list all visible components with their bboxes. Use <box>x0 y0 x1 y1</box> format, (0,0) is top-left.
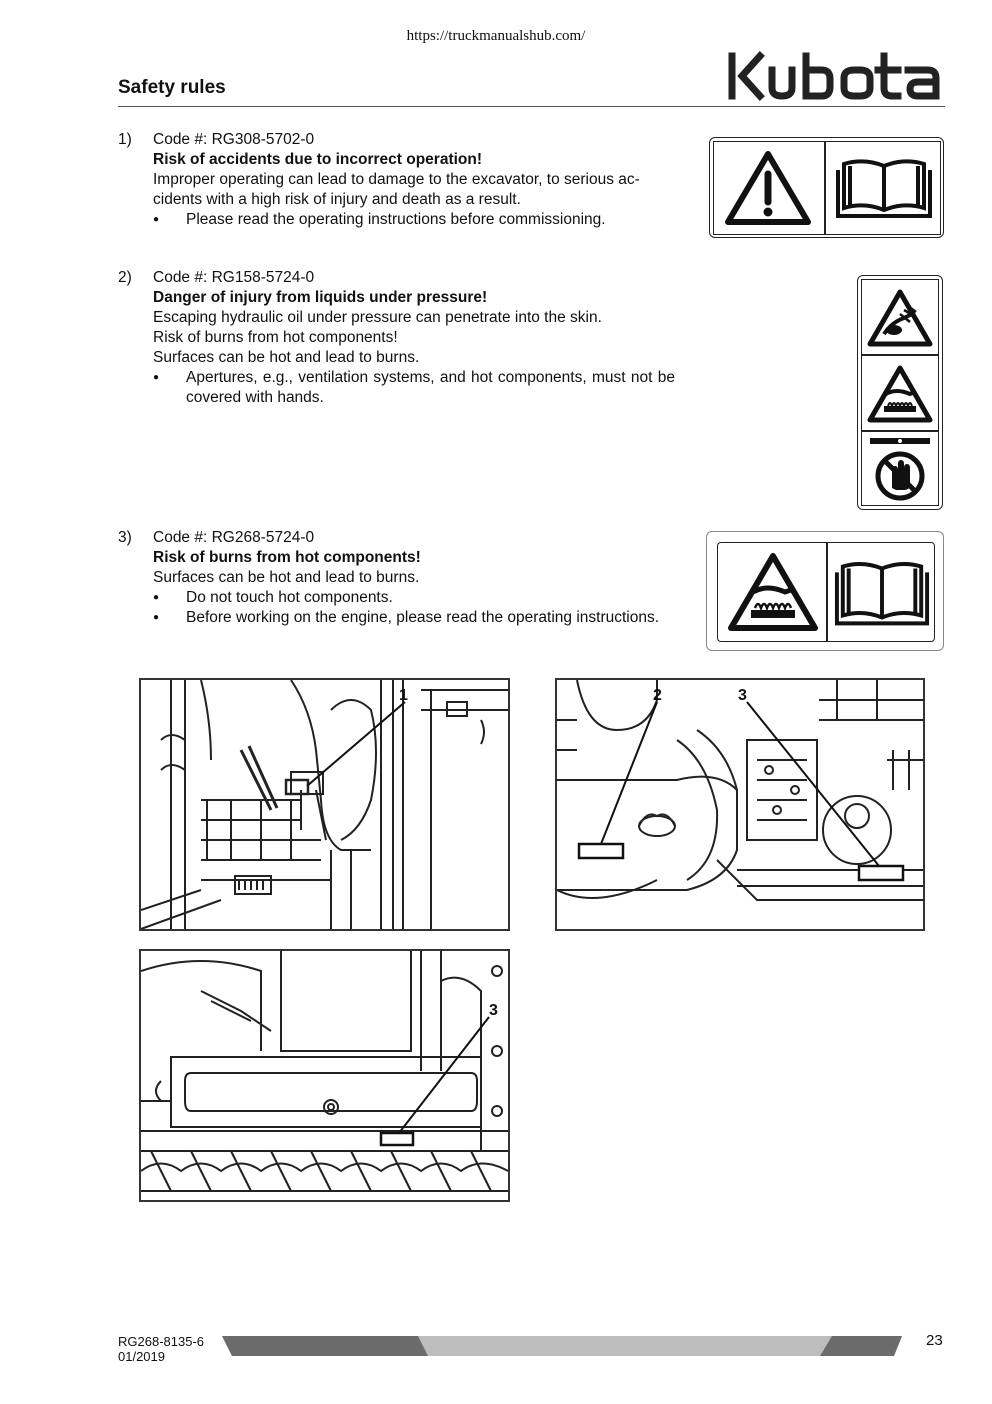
item-number: 3) <box>118 529 132 546</box>
footer-doc-info: RG268-8135-6 01/2019 <box>118 1334 204 1364</box>
item-text: Improper operating can lead to damage to… <box>153 171 640 188</box>
figure-cab-control: 1 <box>139 678 510 931</box>
page-number: 23 <box>926 1332 943 1349</box>
item-code: Code #: RG308-5702-0 <box>153 131 315 148</box>
figure-callout-2: 2 <box>653 687 662 704</box>
figure-engine-compartment: 2 3 <box>555 678 925 931</box>
item-text: Surfaces can be hot and lead to burns. <box>153 569 420 586</box>
figure-callout-3: 3 <box>489 1002 498 1019</box>
item-text: Escaping hydraulic oil under pressure ca… <box>153 309 602 326</box>
decal-rg268 <box>706 531 944 651</box>
item-number: 1) <box>118 131 132 148</box>
figure-callout-3: 3 <box>738 687 747 704</box>
item-text: cidents with a high risk of injury and d… <box>153 191 521 208</box>
manual-book-icon <box>836 159 932 218</box>
warning-exclamation-icon <box>725 151 811 225</box>
bullet-point: Apertures, e.g., ventilation systems, an… <box>153 368 675 408</box>
footer-decorative-bar <box>222 1336 902 1356</box>
manual-book-icon <box>834 562 930 626</box>
bullet-point: Before working on the engine, please rea… <box>153 608 675 628</box>
hot-surface-warning-icon <box>867 365 933 423</box>
decal-rg158 <box>857 275 943 510</box>
no-hands-icon <box>875 451 925 501</box>
header-divider <box>118 106 945 107</box>
page-title: Safety rules <box>118 77 226 98</box>
hot-surface-warning-icon <box>728 553 818 631</box>
figure-callout-1: 1 <box>399 687 408 704</box>
footer-date: 01/2019 <box>118 1349 165 1364</box>
item-code: Code #: RG158-5724-0 <box>153 269 315 286</box>
item-text: Risk of burns from hot components! <box>153 329 398 346</box>
pressure-jet-warning-icon <box>867 289 933 347</box>
item-heading: Risk of burns from hot components! <box>153 549 421 566</box>
kubota-logo <box>726 50 944 107</box>
figure-side-cover: 3 <box>139 949 510 1202</box>
item-heading: Risk of accidents due to incorrect opera… <box>153 151 483 168</box>
item-code: Code #: RG268-5724-0 <box>153 529 315 546</box>
footer-doc-code: RG268-8135-6 <box>118 1334 204 1349</box>
bullet-point: Do not touch hot components. <box>153 588 675 608</box>
item-number: 2) <box>118 269 132 286</box>
decal-rg308 <box>709 137 944 238</box>
item-text: Surfaces can be hot and lead to burns. <box>153 349 420 366</box>
bullet-point: Please read the operating instructions b… <box>153 210 675 230</box>
item-heading: Danger of injury from liquids under pres… <box>153 289 488 306</box>
source-url: https://truckmanualshub.com/ <box>406 28 586 44</box>
